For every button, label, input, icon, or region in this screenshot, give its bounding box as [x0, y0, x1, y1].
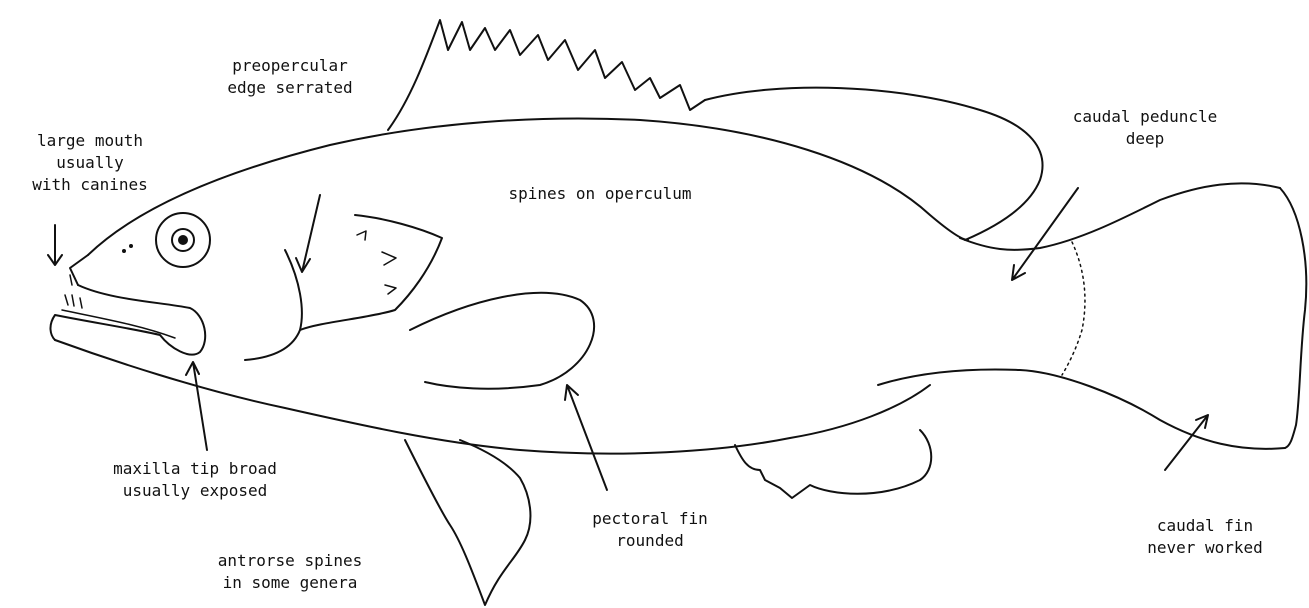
- caudal-fin-edge: [1279, 187, 1308, 449]
- label-pectoral: pectoral fin rounded: [560, 508, 740, 552]
- label-mouth: large mouth usually with canines: [0, 130, 180, 196]
- soft-dorsal-fin: [704, 86, 1044, 241]
- opercular-spines: [356, 230, 397, 295]
- nostril-icon: [122, 249, 126, 253]
- mouth-line: [61, 309, 176, 339]
- fish-body-ventral-outline: [54, 339, 931, 455]
- label-operculum: spines on operculum: [470, 183, 730, 205]
- spiny-dorsal-fin: [387, 19, 706, 131]
- label-maxilla-line1: maxilla tip broad: [113, 459, 277, 478]
- opercle-edge: [299, 214, 443, 331]
- caudal-base-dotted-line: [1061, 241, 1086, 376]
- fish-body-dorsal-outline: [87, 117, 969, 256]
- caudal-peduncle-upper: [959, 182, 1281, 251]
- label-caudal-fin: caudal fin never worked: [1105, 515, 1305, 559]
- label-mouth-line1: large mouth: [37, 131, 143, 150]
- label-maxilla: maxilla tip broad usually exposed: [70, 458, 320, 502]
- snout: [69, 254, 89, 286]
- preopercle-edge: [244, 249, 303, 361]
- label-caudal-fin-line2: never worked: [1147, 538, 1263, 557]
- label-operculum-line1: spines on operculum: [508, 184, 692, 203]
- arrow-pectoral: [564, 384, 608, 491]
- label-antrorse-line1: antrorse spines: [217, 551, 363, 570]
- label-antrorse: antrorse spines in some genera: [190, 550, 390, 594]
- label-preopercular: preopercular edge serrated: [190, 55, 390, 99]
- anal-fin: [734, 429, 933, 499]
- arrow-preopercular: [295, 194, 321, 273]
- arrow-mouth: [47, 224, 63, 266]
- label-mouth-line3: with canines: [32, 175, 148, 194]
- label-caudal-fin-line1: caudal fin: [1156, 516, 1254, 535]
- label-preopercular-line2: edge serrated: [227, 78, 353, 97]
- pelvic-fin: [404, 439, 532, 606]
- label-peduncle-line2: deep: [1125, 129, 1165, 148]
- caudal-peduncle-lower: [877, 368, 1286, 450]
- arrow-maxilla: [185, 361, 208, 451]
- label-maxilla-line2: usually exposed: [122, 481, 268, 500]
- label-preopercular-line1: preopercular: [232, 56, 348, 75]
- label-pectoral-line2: rounded: [616, 531, 684, 550]
- label-antrorse-line2: in some genera: [222, 573, 358, 592]
- arrow-peduncle: [1011, 187, 1079, 281]
- mouth: [49, 284, 207, 356]
- eye-iris: [171, 228, 195, 252]
- eye-outer: [155, 212, 211, 268]
- label-mouth-line2: usually: [56, 153, 124, 172]
- label-peduncle: caudal peduncle deep: [1030, 106, 1260, 150]
- arrow-caudal-fin: [1164, 414, 1209, 471]
- label-pectoral-line1: pectoral fin: [592, 509, 708, 528]
- nostril-icon-2: [129, 244, 133, 248]
- eye-pupil: [178, 235, 188, 245]
- canine-teeth: [64, 274, 83, 309]
- pectoral-fin: [409, 291, 596, 390]
- label-peduncle-line1: caudal peduncle: [1072, 107, 1218, 126]
